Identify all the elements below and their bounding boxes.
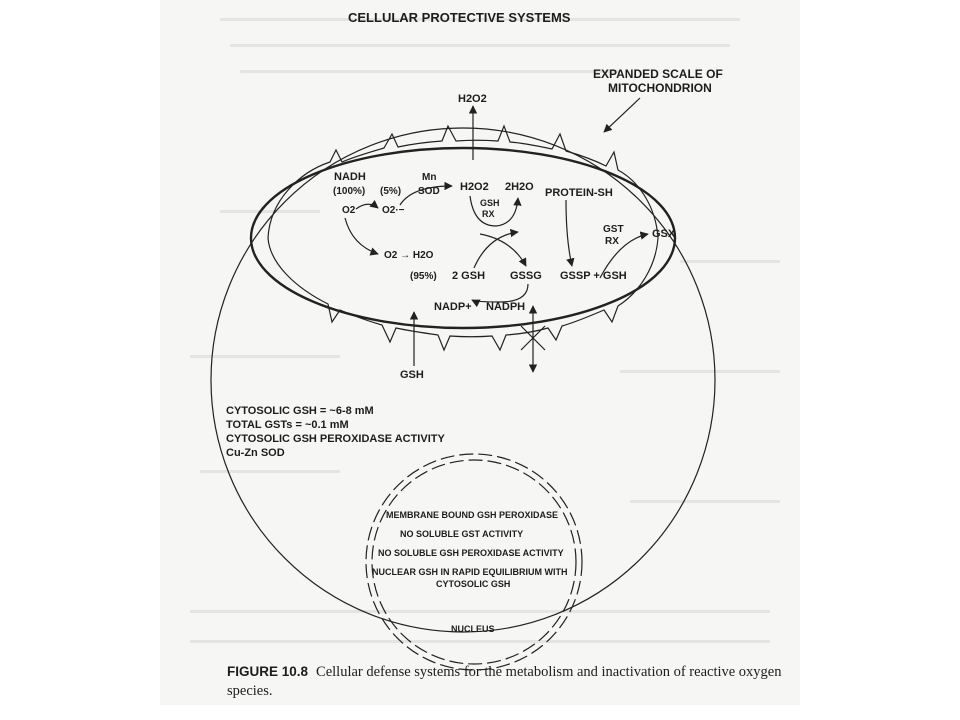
bleed-through-text [240,70,620,73]
two-gsh-label: 2 GSH [452,270,485,282]
bleed-through-text [200,470,340,473]
mitochondrion-outer-membrane [249,146,677,330]
caption-text: Cellular defense systems for the metabol… [227,664,782,699]
bleed-through-text [190,640,770,643]
mitochondrion-inner-membrane [267,124,659,352]
nadh-to-o2-arrow [344,217,379,256]
bleed-through-text [220,18,740,21]
nadph-label: NADPH [486,301,525,313]
bleed-through-text [230,44,730,47]
peroxidase-arc-arrow [469,195,522,227]
scanned-book-page [160,0,800,705]
glutathione-reductase-arc [471,283,529,308]
protein-sh-label: PROTEIN-SH [545,187,613,199]
two-h2o-label: 2H2O [505,181,534,193]
nucleus-note-peroxidase: MEMBRANE BOUND GSH PEROXIDASE [386,510,558,520]
bleed-through-text [680,260,780,263]
bleed-through-text [630,500,780,503]
figure-number: FIGURE 10.8 [227,664,309,679]
h2o2-out-label: H2O2 [458,93,487,105]
pct5-label: (5%) [380,186,401,197]
nuclear-envelope-inner [371,459,577,665]
sod-label: SOD [418,186,440,197]
blocked-transport-cross-b [520,325,546,351]
gsh-to-gssg-cross-b [479,233,527,267]
superoxide-label: O2·− [382,205,405,216]
nucleus-label: NUCLEUS [451,624,495,634]
pct95-label: (95%) [410,271,437,282]
cell-membrane [210,127,716,633]
nuclear-envelope-outer [365,453,583,671]
h2o2-label: H2O2 [460,181,489,193]
rx2-label: RX [605,236,619,247]
cytosol-note-gsts: TOTAL GSTs = ~0.1 mM [226,419,349,431]
gst-conjugation-arrow [599,231,649,279]
bleed-through-text [190,610,770,613]
nucleus-note-cytosolic: CYTOSOLIC GSH [436,579,510,589]
rx-enzyme-label: RX [482,209,495,219]
scale-note-line1: EXPANDED SCALE OF [593,67,723,81]
bleed-through-text [620,370,780,373]
nadp-label: NADP+ [434,301,472,313]
gst-label: GST [603,224,624,235]
mn-label: Mn [422,172,436,183]
scale-note-pointer-arrow [603,97,641,133]
o2-to-superoxide-arrow [355,199,379,210]
cytosol-note-peroxidase: CYTOSOLIC GSH PEROXIDASE ACTIVITY [226,433,445,445]
bleed-through-text [220,210,320,213]
o2-to-h2o-label: O2 → H2O [384,250,434,261]
gssg-label: GSSG [510,270,542,282]
diagram-title: CELLULAR PROTECTIVE SYSTEMS [348,10,571,25]
o2-label: O2 [342,205,356,216]
nucleus-note-soluble-peroxidase: NO SOLUBLE GSH PEROXIDASE ACTIVITY [378,548,564,558]
gsh-to-gssg-cross-a [473,228,519,269]
cytosol-note-sod: Cu-Zn SOD [226,447,285,459]
nadh-label: NADH [334,171,366,183]
nucleus-note-gst: NO SOLUBLE GST ACTIVITY [400,529,523,539]
gsh-enzyme-label: GSH [480,198,500,208]
scale-note-line2: MITOCHONDRION [608,81,712,95]
gsx-label: GSX [652,228,676,240]
sod-reaction-arrow [399,181,453,206]
nucleus-note-equilibrium: NUCLEAR GSH IN RAPID EQUILIBRIUM WITH [372,567,568,577]
pct100-label: (100%) [333,186,365,197]
gssp-gsh-label: GSSP + GSH [560,270,627,282]
cytosol-note-gsh: CYTOSOLIC GSH = ~6-8 mM [226,405,374,417]
protein-sh-to-gssp-arrow [565,199,575,267]
gsh-in-label: GSH [400,369,424,381]
bleed-through-text [190,355,340,358]
